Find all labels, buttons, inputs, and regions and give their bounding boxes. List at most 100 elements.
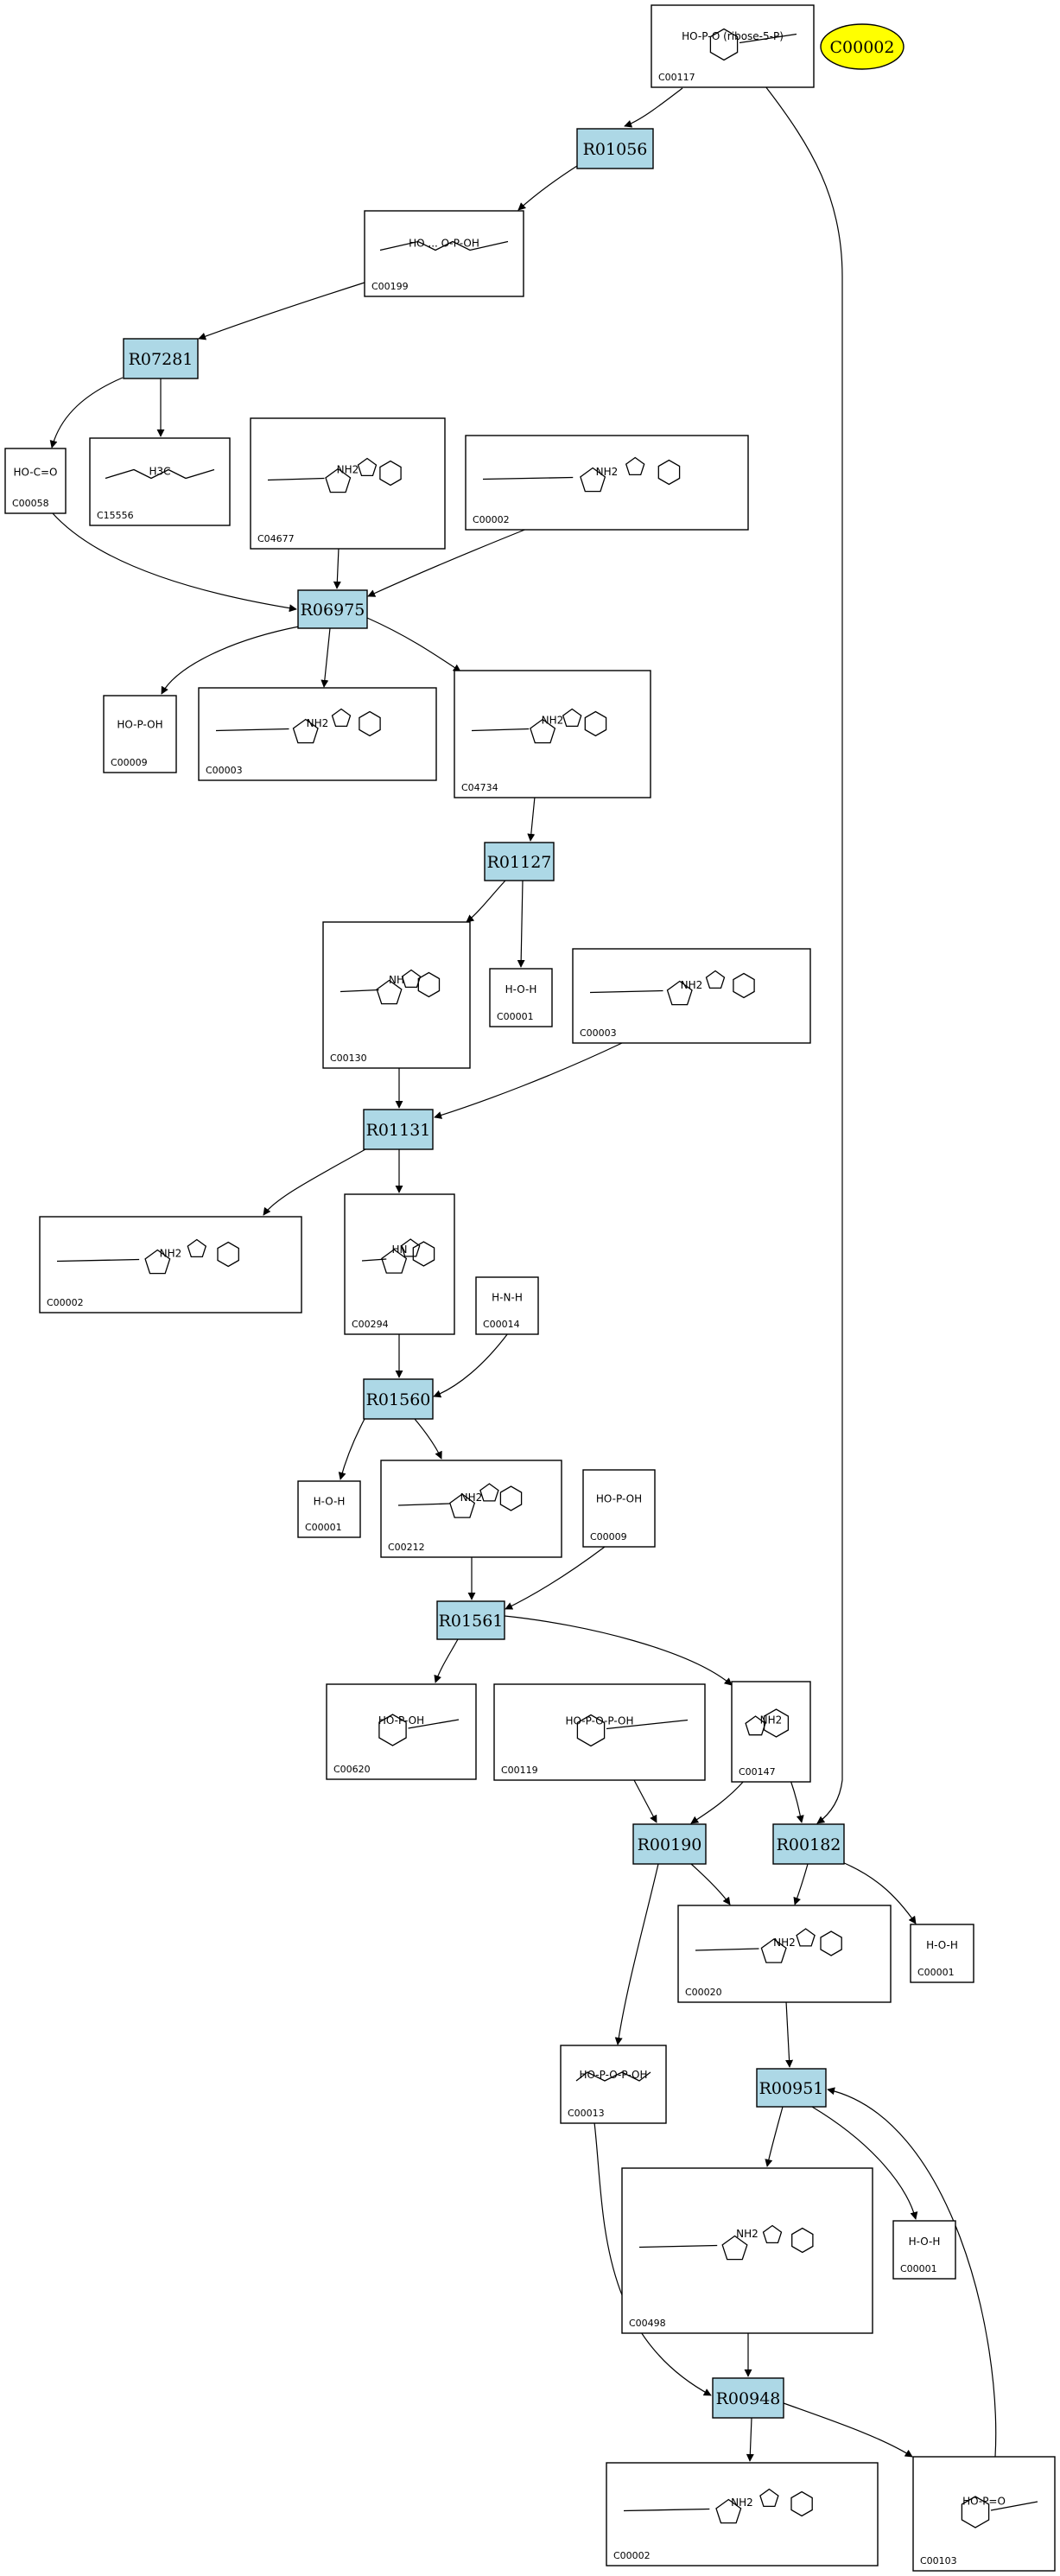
compound-box	[892, 2220, 956, 2280]
structure-glyph	[695, 1928, 842, 1963]
structure-glyph	[397, 1483, 523, 1518]
reaction-box	[297, 589, 368, 629]
reaction-box	[756, 2068, 827, 2108]
edge-C00058-to-R06975	[51, 512, 297, 613]
compound-box	[912, 2456, 1056, 2572]
compound-id-label: C00294	[352, 1319, 389, 1330]
compound-box	[344, 1193, 455, 1335]
edge-R00951-to-C00001d	[811, 2106, 918, 2220]
edge-R06975-to-C00003	[321, 627, 331, 688]
reaction-id-label: R07281	[129, 350, 194, 369]
edge-C00147-to-R00182	[790, 1779, 804, 1823]
reaction-node-r00190[interactable]: R00190	[632, 1823, 707, 1865]
reaction-id-label: R01561	[439, 1612, 504, 1631]
edge-R00182-to-C00020	[793, 1863, 809, 1905]
ellipse-label: C00002	[830, 38, 895, 57]
compound-node-c00013[interactable]: HO-P-O-P-OH C00013	[560, 2045, 667, 2124]
compound-node-c00001[interactable]: H-O-H C00001	[910, 1924, 974, 1983]
compound-id-label: C00014	[483, 1319, 520, 1330]
compound-node-c00103[interactable]: HO-P=O C00103	[912, 2456, 1056, 2572]
reaction-node-r01127[interactable]: R01127	[484, 842, 555, 881]
structure-glyph	[379, 240, 509, 251]
highlighted-compound-ellipse[interactable]: C00002	[820, 23, 904, 70]
edge-R01056-to-C00199	[517, 165, 578, 211]
structure-formula: HO-P-O-P-OH	[580, 2069, 648, 2081]
compound-id-label: C00003	[580, 1027, 617, 1039]
reaction-node-r01561[interactable]: R01561	[436, 1600, 505, 1640]
compound-id-label: C00058	[12, 498, 49, 509]
reaction-box	[772, 1823, 845, 1865]
structure-glyph	[745, 1708, 790, 1738]
structure-formula: NH2	[773, 1937, 796, 1949]
compound-id-label: C00001	[917, 1967, 955, 1978]
structure-formula: H-O-H	[909, 2236, 941, 2248]
reaction-node-r00182[interactable]: R00182	[772, 1823, 845, 1865]
edge-C00009b-to-R01561	[505, 1546, 606, 1610]
reaction-node-r00948[interactable]: R00948	[712, 2377, 784, 2419]
compound-box	[198, 687, 437, 781]
structure-formula: HO-P-OH	[117, 718, 162, 730]
structure-formula: NH2	[160, 1248, 182, 1260]
structure-formula: NH2	[760, 1714, 783, 1727]
edge-C00014-to-R01560	[433, 1333, 509, 1398]
compound-box	[103, 695, 177, 773]
reaction-id-label: R01127	[487, 853, 552, 872]
edge-R01131-to-C00002b	[263, 1148, 366, 1216]
compound-box	[606, 2462, 879, 2566]
edge-R06975-to-C04734	[366, 617, 461, 672]
compound-id-label: C00002	[613, 2550, 651, 2561]
reaction-id-label: R00190	[638, 1835, 702, 1854]
structure-formula: H-O-H	[926, 1939, 958, 1951]
reaction-box	[484, 842, 555, 881]
compound-id-label: C00013	[568, 2108, 605, 2119]
reaction-node-r01131[interactable]: R01131	[363, 1109, 434, 1150]
reaction-node-r07281[interactable]: R07281	[123, 338, 199, 379]
reaction-node-r06975[interactable]: R06975	[297, 589, 368, 629]
edge-R07281-to-C00058	[49, 377, 124, 448]
structure-formula: HO-P-O (ribose-5-P)	[682, 30, 784, 42]
reaction-node-r01056[interactable]: R01056	[576, 128, 654, 169]
reaction-node-r00951[interactable]: R00951	[756, 2068, 827, 2108]
structure-glyph	[961, 2496, 1038, 2528]
compound-node-c00117[interactable]: HO-P-O (ribose-5-P)C00117	[651, 4, 815, 88]
compound-box	[465, 435, 749, 531]
edge-C00199-to-R07281	[198, 282, 365, 340]
compound-box	[322, 921, 471, 1069]
structure-formula: H-N-H	[492, 1292, 523, 1304]
reaction-node-r01560[interactable]: R01560	[363, 1378, 434, 1420]
reaction-id-label: R00948	[716, 2389, 781, 2408]
reaction-box	[436, 1600, 505, 1640]
structure-formula: HO-P=O	[962, 2495, 1006, 2507]
reaction-box	[576, 128, 654, 169]
structure-formula: NH2	[542, 715, 564, 727]
compound-node-c00014[interactable]: H-N-H C00014	[475, 1276, 539, 1335]
compound-id-label: C00620	[333, 1764, 371, 1775]
edge-R06975-to-C00009a	[161, 626, 300, 695]
edge-C00020-to-R00951	[785, 2000, 794, 2068]
compound-id-label: C00103	[920, 2555, 957, 2566]
structure-glyph	[575, 2071, 651, 2082]
